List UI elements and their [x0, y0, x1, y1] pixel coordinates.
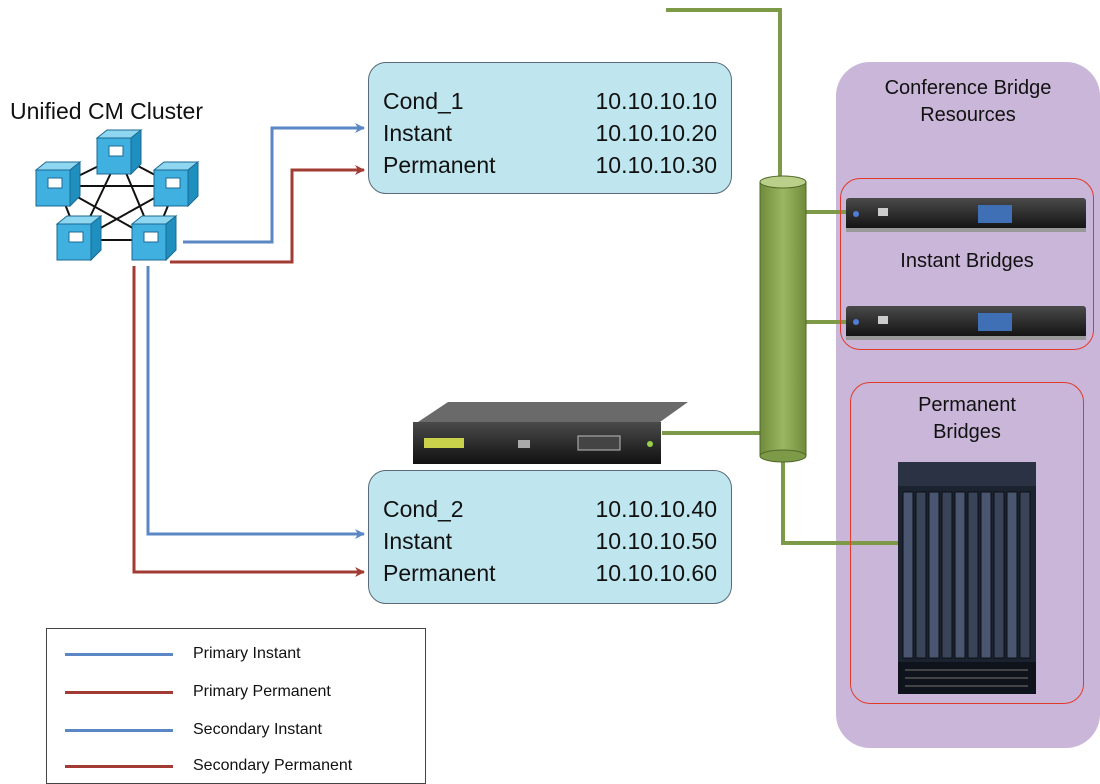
permanent-bridges-label-line2: Bridges: [933, 421, 1001, 443]
legend-swatch: [65, 653, 173, 656]
conductor-box-1: Cond_1 10.10.10.10 Instant 10.10.10.20 P…: [368, 62, 732, 194]
conductor-name: Cond_1: [383, 88, 464, 114]
instant-bridge-device-2: [846, 306, 1086, 340]
chassis-blade: [915, 491, 927, 659]
chassis-blade: [1006, 491, 1018, 659]
conductor-row: Cond_2 10.10.10.40: [383, 493, 717, 525]
chassis-blade: [993, 491, 1005, 659]
resources-title-line2: Resources: [920, 104, 1016, 126]
conductor-ip: 10.10.10.50: [595, 528, 717, 554]
resources-title: Conference Bridge Resources: [836, 75, 1100, 129]
chassis-blade: [1019, 491, 1031, 659]
legend-item-primary-instant: Primary Instant: [47, 643, 425, 665]
conductor-ip: 10.10.10.40: [595, 496, 717, 522]
chassis-blade: [902, 491, 914, 659]
legend-item-secondary-instant: Secondary Instant: [47, 719, 425, 741]
primary-instant-link: [183, 123, 365, 244]
resources-title-line1: Conference Bridge: [884, 77, 1052, 99]
secondary-instant-link: [146, 266, 365, 539]
chassis-blade: [941, 491, 953, 659]
instant-bridges-label: Instant Bridges: [900, 250, 1034, 272]
conductor-row: Instant 10.10.10.50: [383, 525, 717, 557]
conductor-name: Instant: [383, 528, 453, 554]
legend-item-primary-permanent: Primary Permanent: [47, 681, 425, 703]
legend-label: Secondary Permanent: [193, 757, 353, 774]
conductor-row: Cond_1 10.10.10.10: [383, 85, 717, 117]
conductor-name: Permanent: [383, 560, 496, 586]
conductor-row: Permanent 10.10.10.30: [383, 149, 717, 181]
conductor-ip: 10.10.10.20: [595, 120, 717, 146]
legend-label: Secondary Instant: [193, 721, 322, 738]
conductor-box-2: Cond_2 10.10.10.40 Instant 10.10.10.50 P…: [368, 470, 732, 604]
conductor-row: Permanent 10.10.10.60: [383, 557, 717, 589]
legend-item-secondary-permanent: Secondary Permanent: [47, 755, 425, 777]
instant-bridges-group: [840, 178, 1094, 350]
cluster-node-icon: [34, 160, 82, 208]
cluster-node-icon: [95, 128, 143, 176]
permanent-bridges-group: [850, 382, 1084, 704]
legend: Primary Instant Primary Permanent Second…: [46, 628, 426, 784]
chassis-blade: [980, 491, 992, 659]
primary-permanent-link: [170, 165, 365, 264]
cluster-switch-icon: [34, 128, 200, 262]
conductor-ip: 10.10.10.30: [595, 152, 717, 178]
chassis-blade: [954, 491, 966, 659]
legend-swatch: [65, 691, 173, 694]
network-link-permanent-bridge: [781, 460, 904, 545]
cluster-node-icon: [152, 160, 200, 208]
conductor-ip: 10.10.10.10: [595, 88, 717, 114]
permanent-bridges-label: Permanent Bridges: [850, 392, 1084, 446]
permanent-bridges-label-line1: Permanent: [918, 394, 1016, 416]
network-bus-cylinder: [759, 175, 807, 463]
network-uplink-line: [666, 8, 782, 178]
conductor-ip: 10.10.10.60: [595, 560, 717, 586]
conductor-row: Instant 10.10.10.20: [383, 117, 717, 149]
conductor-name: Permanent: [383, 152, 496, 178]
cluster-node-icon: [55, 214, 103, 262]
conductor-name: Cond_2: [383, 496, 464, 522]
cluster-title: Unified CM Cluster: [10, 98, 203, 124]
secondary-permanent-link: [132, 266, 365, 577]
legend-swatch: [65, 729, 173, 732]
conductor-name: Instant: [383, 120, 453, 146]
legend-swatch: [65, 765, 173, 768]
legend-label: Primary Instant: [193, 645, 301, 662]
chassis-blade: [928, 491, 940, 659]
permanent-bridge-chassis: [898, 462, 1036, 694]
chassis-blade: [967, 491, 979, 659]
legend-label: Primary Permanent: [193, 683, 331, 700]
instant-bridge-device-1: [846, 198, 1086, 232]
conductor-appliance-device: [413, 402, 688, 464]
cluster-node-icon: [130, 214, 178, 262]
